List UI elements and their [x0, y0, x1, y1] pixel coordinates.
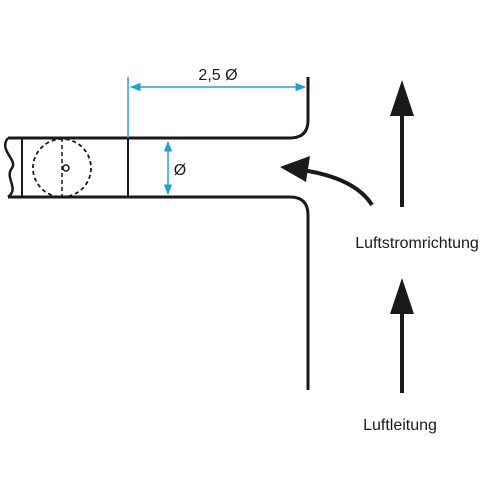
- probe-top-edge: [8, 77, 310, 140]
- probe-bottom-edge: [8, 195, 310, 390]
- length-dimension: 2,5 Ø: [127, 67, 307, 138]
- diameter-dimension: Ø: [163, 140, 186, 196]
- length-label: 2,5 Ø: [198, 67, 237, 84]
- air-duct-arrow: [390, 278, 414, 393]
- inflow-curve: [301, 168, 374, 207]
- airflow-direction-label: Luftstromrichtung: [355, 235, 479, 252]
- air-duct-label: Luftleitung: [363, 417, 437, 434]
- probe-tube: [4, 77, 310, 390]
- diameter-label: Ø: [174, 162, 186, 179]
- inflow-curved-arrow: [280, 156, 374, 207]
- inflow-arrowhead: [280, 156, 310, 182]
- sensor-hole: [62, 164, 70, 172]
- probe-broken-end: [4, 137, 15, 198]
- airflow-direction-arrow: [390, 80, 414, 207]
